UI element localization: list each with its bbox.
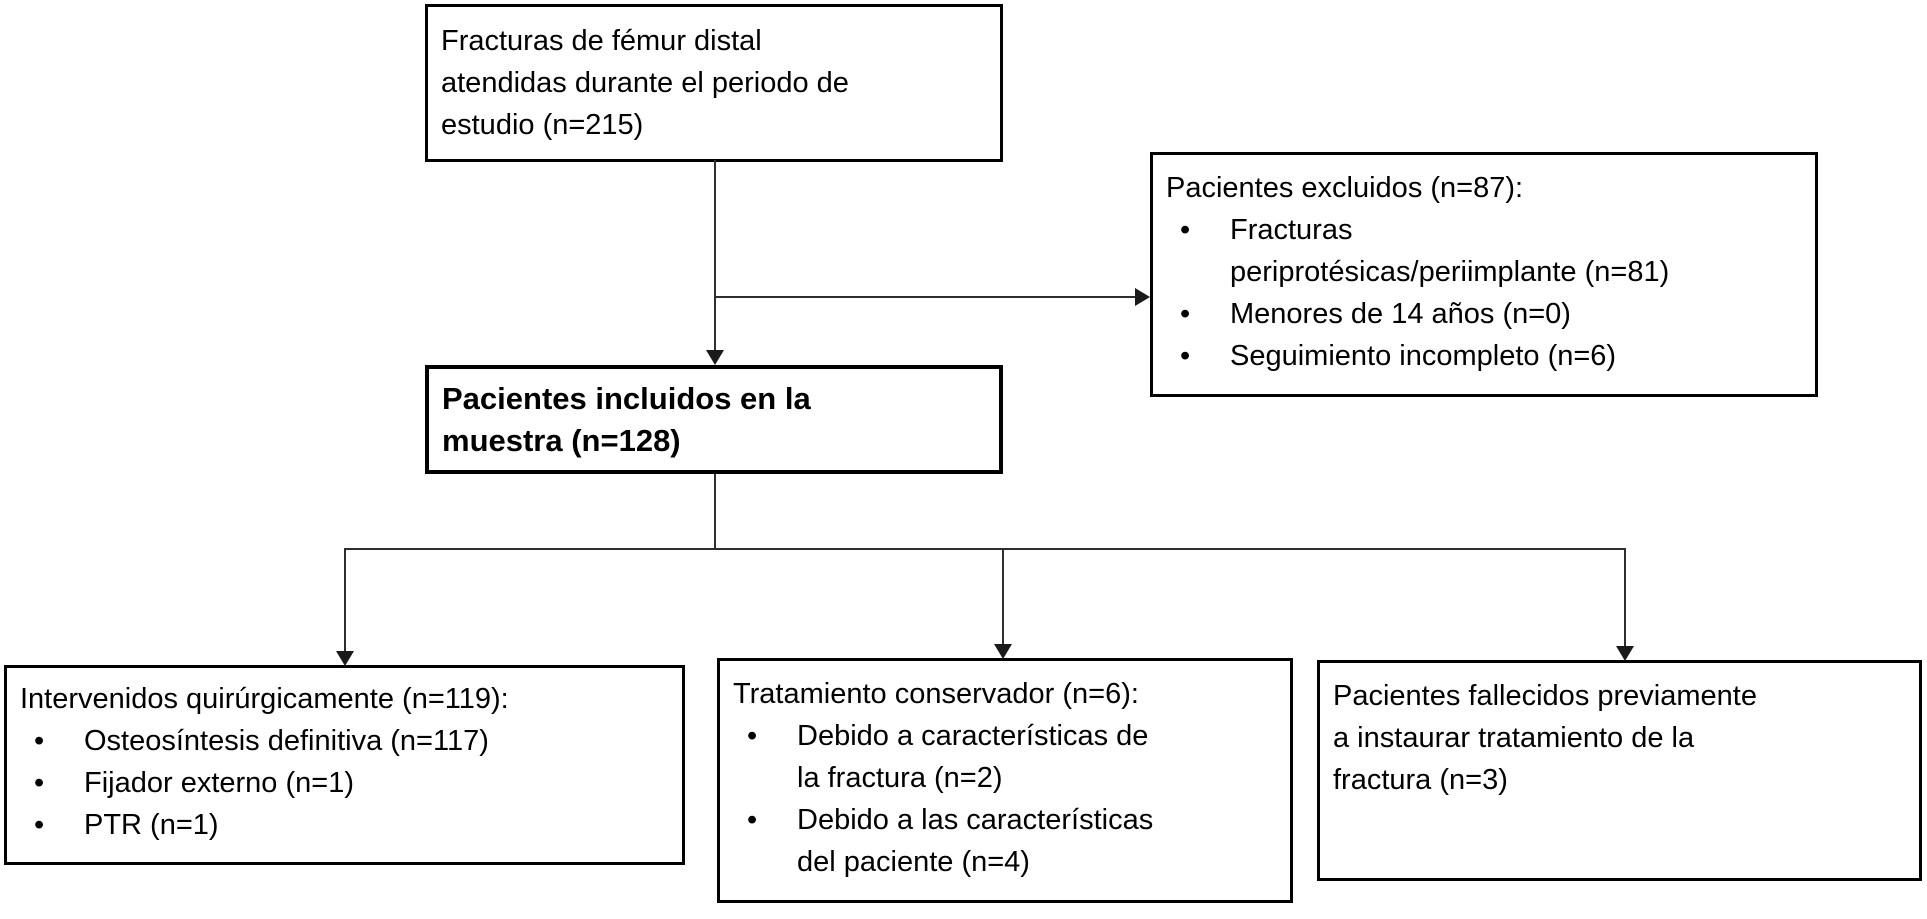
bullet-icon: • bbox=[1180, 214, 1191, 246]
arrowhead-right-excluded bbox=[1135, 288, 1150, 306]
bullet-icon: • bbox=[747, 720, 758, 752]
list-item-text: Debido a las características bbox=[797, 804, 1154, 836]
list-item: • PTR (n=1) bbox=[7, 804, 682, 846]
box-excluded-title: Pacientes excluidos (n=87): bbox=[1166, 172, 1524, 204]
arrowhead-down-conservative bbox=[994, 644, 1012, 659]
box-included: Pacientes incluidos en la muestra (n=128… bbox=[425, 365, 1003, 474]
bullet-icon: • bbox=[1180, 340, 1191, 372]
list-item-text: PTR (n=1) bbox=[84, 809, 219, 841]
list-item: • Debido a las características bbox=[720, 799, 1290, 841]
box-source-line: atendidas durante el periodo de bbox=[441, 67, 849, 99]
box-deceased: Pacientes fallecidos previamente a insta… bbox=[1317, 660, 1922, 881]
connector-distribution bbox=[344, 548, 1626, 550]
list-item-text: Fijador externo (n=1) bbox=[84, 767, 354, 799]
list-item: • Debido a características de bbox=[720, 715, 1290, 757]
arrowhead-down-surgical bbox=[336, 651, 354, 666]
list-item-text: Menores de 14 años (n=0) bbox=[1230, 298, 1571, 330]
bullet-icon: • bbox=[34, 767, 45, 799]
list-item-text: Osteosíntesis definitiva (n=117) bbox=[84, 725, 489, 757]
box-included-line: muestra (n=128) bbox=[442, 423, 681, 458]
list-item-continuation: del paciente (n=4) bbox=[797, 846, 1030, 878]
list-item-continuation: la fractura (n=2) bbox=[797, 762, 1003, 794]
bullet-icon: • bbox=[34, 809, 45, 841]
box-conservative-title: Tratamiento conservador (n=6): bbox=[733, 678, 1139, 710]
box-conservative: Tratamiento conservador (n=6): • Debido … bbox=[717, 658, 1293, 903]
box-deceased-line: fractura (n=3) bbox=[1333, 764, 1508, 796]
connector-to-conservative bbox=[1002, 548, 1004, 645]
list-item-text: Debido a características de bbox=[797, 720, 1149, 752]
box-source-line: Fracturas de fémur distal bbox=[441, 25, 762, 57]
bullet-icon: • bbox=[1180, 298, 1191, 330]
list-item-text: Fracturas bbox=[1230, 214, 1353, 246]
arrowhead-down-deceased bbox=[1616, 646, 1634, 661]
arrowhead-down-included bbox=[706, 350, 724, 365]
list-item: • Fijador externo (n=1) bbox=[7, 762, 682, 804]
list-item: • Fracturas bbox=[1153, 209, 1815, 251]
box-deceased-line: a instaurar tratamiento de la bbox=[1333, 722, 1695, 754]
bullet-icon: • bbox=[747, 804, 758, 836]
connector-source-to-included bbox=[714, 160, 716, 352]
box-excluded: Pacientes excluidos (n=87): • Fracturas … bbox=[1150, 152, 1818, 397]
connector-to-deceased bbox=[1624, 548, 1626, 647]
list-item-text: Seguimiento incompleto (n=6) bbox=[1230, 340, 1617, 372]
connector-to-surgical bbox=[344, 548, 346, 652]
box-surgical: Intervenidos quirúrgicamente (n=119): • … bbox=[4, 665, 685, 865]
bullet-icon: • bbox=[34, 725, 45, 757]
list-item-continuation: periprotésicas/periimplante (n=81) bbox=[1230, 256, 1670, 288]
connector-branch-to-excluded bbox=[714, 296, 1135, 298]
box-surgical-title: Intervenidos quirúrgicamente (n=119): bbox=[20, 683, 509, 715]
list-item: • Menores de 14 años (n=0) bbox=[1153, 293, 1815, 335]
connector-included-to-split bbox=[714, 474, 716, 550]
list-item: • Seguimiento incompleto (n=6) bbox=[1153, 335, 1815, 377]
list-item: • Osteosíntesis definitiva (n=117) bbox=[7, 720, 682, 762]
box-deceased-line: Pacientes fallecidos previamente bbox=[1333, 680, 1757, 712]
box-source-line: estudio (n=215) bbox=[441, 109, 644, 141]
box-included-line: Pacientes incluidos en la bbox=[442, 381, 811, 416]
box-source: Fracturas de fémur distal atendidas dura… bbox=[425, 4, 1003, 162]
